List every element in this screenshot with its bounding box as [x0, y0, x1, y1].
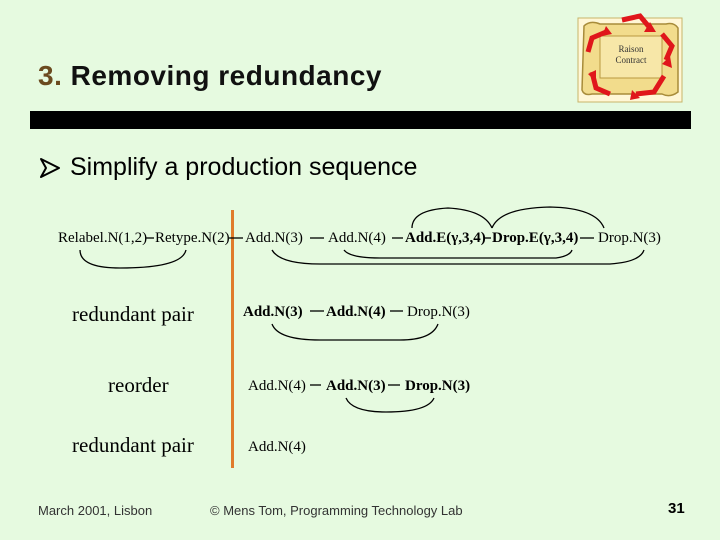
seq-addn4: Add.N(4): [328, 230, 386, 246]
seq-retype: Retype.N(2): [155, 230, 230, 246]
seq-dropn3: Drop.N(3): [598, 230, 661, 246]
recycling-scroll-logo: Raison Contract: [570, 12, 690, 108]
title-number: 3.: [38, 60, 63, 91]
step1-item-3: Drop.N(3): [407, 304, 470, 320]
bracket-relabel-retype: [79, 249, 187, 269]
step2-bracket: [345, 397, 435, 413]
step2-item-3: Drop.N(3): [405, 378, 471, 394]
step-label-reorder: reorder: [108, 373, 169, 397]
step-label-redundant-pair-2: redundant pair: [72, 433, 194, 457]
seq-drope: Drop.E(γ,3,4): [492, 230, 579, 246]
step1-bracket: [271, 323, 439, 341]
svg-text:Contract: Contract: [616, 55, 647, 65]
step1-item-2: Add.N(4): [326, 304, 386, 320]
bracket-addn3-to-dropn: [271, 249, 645, 265]
seq-adde: Add.E(γ,3,4): [405, 230, 486, 246]
step1-item-1: Add.N(3): [243, 304, 303, 320]
vertical-divider: [231, 210, 234, 468]
seq-relabel: Relabel.N(1,2): [58, 230, 148, 246]
step2-item-1: Add.N(4): [248, 378, 306, 394]
slide-title: 3. Removing redundancy: [38, 60, 382, 92]
svg-text:Raison: Raison: [618, 44, 644, 54]
page-number: 31: [668, 500, 685, 517]
bullet-text: Simplify a production sequence: [70, 153, 418, 181]
footer-credit: © Mens Tom, Programming Technology Lab: [210, 503, 463, 518]
arc-top-adde-drope: [411, 207, 493, 229]
step-label-redundant-pair-1: redundant pair: [72, 302, 194, 326]
footer-date: March 2001, Lisbon: [38, 503, 153, 518]
seq-addn3: Add.N(3): [245, 230, 303, 246]
step3-item-1: Add.N(4): [248, 439, 306, 455]
arc-top-drope-dropn: [491, 206, 605, 229]
bullet-point: Simplify a production sequence: [38, 153, 417, 182]
bracket-addn4-to-drope: [343, 249, 573, 259]
step2-item-2: Add.N(3): [326, 378, 386, 394]
title-text: Removing redundancy: [70, 60, 382, 91]
arrow-bullet-icon: [40, 157, 60, 178]
title-underline-bar: [30, 111, 691, 129]
